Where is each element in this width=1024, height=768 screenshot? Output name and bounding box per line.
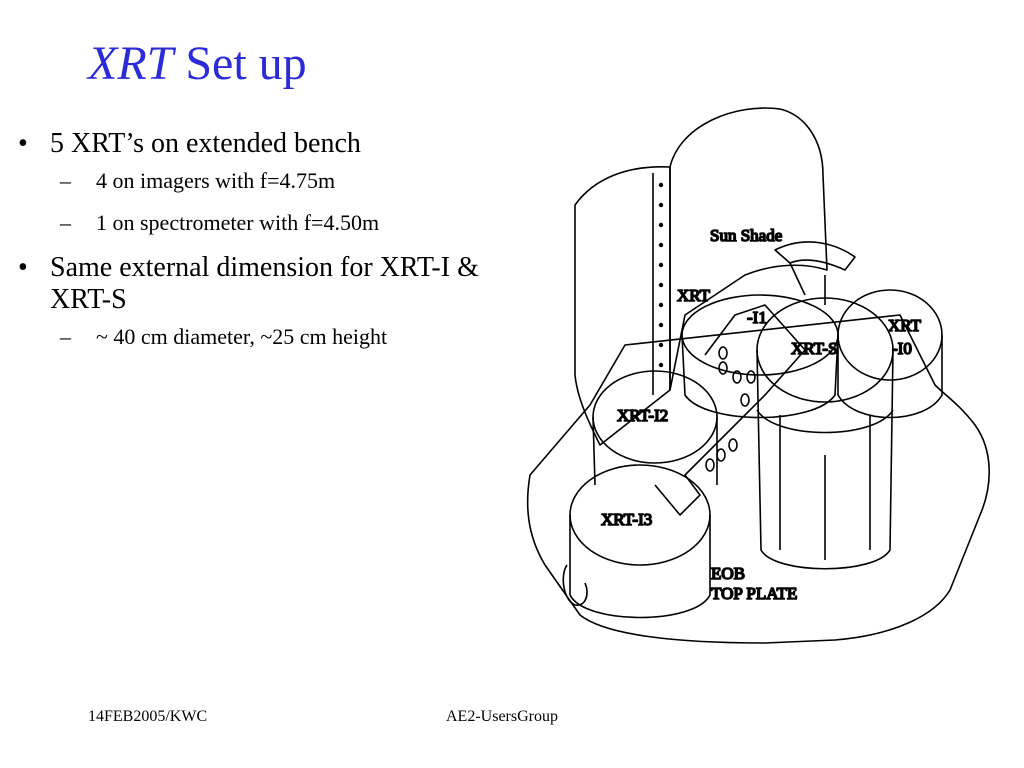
title-rest: Set up — [185, 37, 307, 90]
sub-bullet-item: – 1 on spectrometer with f=4.50m — [18, 210, 488, 236]
sub-bullet-marker: – — [60, 168, 71, 193]
footer-event: AE2-UsersGroup — [446, 708, 558, 725]
xrt-setup-drawing: Sun Shade XRT -I1 XRT-S XRT -I0 XRT-I2 X… — [526, 107, 990, 644]
sub-bullet-item: – 4 on imagers with f=4.75m — [18, 168, 488, 194]
footer-date-author: 14FEB2005/KWC — [88, 708, 208, 725]
bullet-marker: • — [18, 252, 28, 283]
label-sun-shade: Sun Shade — [710, 226, 782, 245]
label-xrt-i0-line2: -I0 — [892, 339, 912, 358]
sub-bullet-marker: – — [60, 324, 71, 349]
bullet-text: Same external dimension for XRT-I & XRT-… — [50, 252, 479, 315]
slide-title: XRT Set up — [88, 37, 307, 91]
label-eob: EOB — [711, 564, 745, 583]
xrt-setup-diagram: Sun Shade XRT -I1 XRT-S XRT -I0 XRT-I2 X… — [505, 95, 1015, 695]
sub-bullet-text: ~ 40 cm diameter, ~25 cm height — [96, 324, 388, 349]
bullet-item: • 5 XRT’s on extended bench — [18, 128, 488, 160]
shade-perforations — [658, 182, 664, 368]
label-i1: -I1 — [747, 308, 767, 327]
sub-bullet-text: 4 on imagers with f=4.75m — [96, 168, 336, 193]
label-xrt-i3: XRT-I3 — [601, 510, 652, 529]
sun-shade-panel — [574, 166, 671, 446]
sub-bullet-text: 1 on spectrometer with f=4.50m — [96, 210, 380, 235]
bench-arm — [654, 304, 806, 516]
label-xrt-i2: XRT-I2 — [617, 406, 668, 425]
sun-shade-column — [669, 107, 828, 391]
label-xrt: XRT — [677, 286, 711, 305]
bullet-marker: • — [18, 128, 28, 159]
label-xrt-s: XRT-S — [791, 339, 838, 358]
sub-bullet-marker: – — [60, 210, 71, 235]
label-xrt-i0-line1: XRT — [888, 316, 922, 335]
bench-holes — [705, 346, 756, 472]
sub-bullet-item: – ~ 40 cm diameter, ~25 cm height — [18, 324, 488, 350]
eob-top-plate-outline — [526, 314, 990, 644]
label-top-plate: TOP PLATE — [711, 584, 797, 603]
bullet-item: • Same external dimension for XRT-I & XR… — [18, 252, 488, 316]
bullet-list: • 5 XRT’s on extended bench – 4 on image… — [18, 128, 488, 366]
sun-shade-flap — [774, 241, 856, 271]
side-roller — [562, 564, 588, 606]
bullet-text: 5 XRT’s on extended bench — [50, 128, 361, 159]
title-italic: XRT — [88, 37, 174, 90]
